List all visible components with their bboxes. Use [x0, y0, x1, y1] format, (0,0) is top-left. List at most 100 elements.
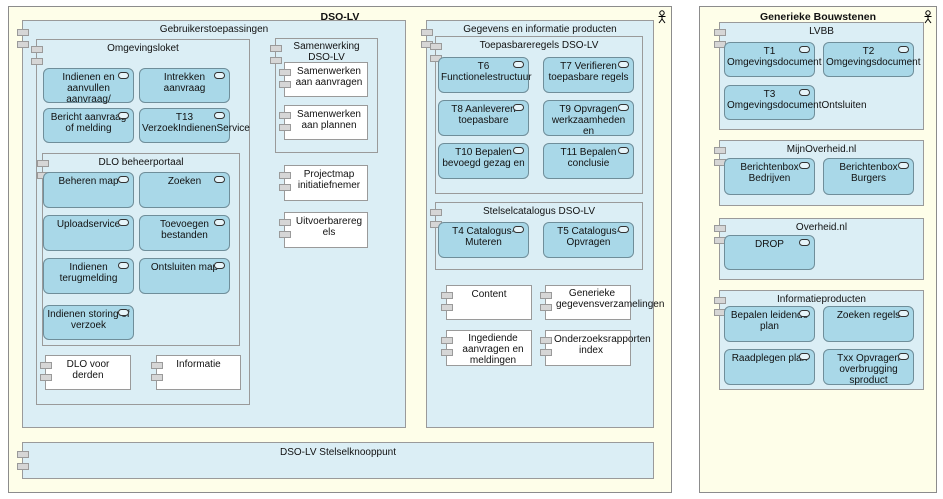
service-ontsluiten-map[interactable]: Ontsluiten map — [139, 258, 230, 294]
service-t10[interactable]: T10 Bepalen bevoegd gezag en — [438, 143, 529, 179]
service-label: T4 Catalogus-Muteren — [452, 226, 515, 248]
service-t2[interactable]: T2 Omgevingsdocument — [823, 42, 921, 77]
content-component: Content — [441, 285, 532, 320]
service-label: Beheren map — [58, 176, 119, 187]
omgevingsloket-title: Omgevingsloket — [107, 43, 179, 54]
service-icon — [513, 61, 524, 68]
informatie-label: Informatie — [176, 359, 221, 370]
service-icon — [618, 61, 629, 68]
stelselcatalogus-title: Stelselcatalogus DSO-LV — [482, 206, 596, 217]
component-plug-icon — [270, 57, 282, 64]
service-label: Raadplegen plan — [731, 353, 808, 364]
dlo-beheerportaal-title: DLO beheerportaal — [98, 157, 184, 168]
service-bepalen-leidende-plan[interactable]: Bepalen leidende plan — [724, 306, 815, 342]
service-bericht-aanvraag[interactable]: Bericht aanvraag of melding — [43, 108, 134, 143]
service-label: T8 Aanleveren toepasbare — [451, 104, 516, 126]
content-label: Content — [471, 289, 507, 300]
service-uploadservice[interactable]: Uploadservice — [43, 215, 134, 251]
service-icon — [118, 72, 129, 79]
service-t9[interactable]: T9 Opvragen werkzaamheden en — [543, 100, 634, 137]
service-icon — [618, 147, 629, 154]
service-indienen-storing[interactable]: Indienen storing of verzoek — [43, 305, 134, 340]
service-t8[interactable]: T8 Aanleveren toepasbare — [438, 100, 529, 136]
actor-icon — [658, 10, 666, 24]
service-t5[interactable]: T5 Catalogus-Opvragen — [543, 222, 634, 258]
samenwerken-plannen-label: Samenwerken aan plannen — [297, 109, 361, 131]
component-plug-icon — [430, 43, 442, 50]
dlo-voor-derden-label: DLO voor derden — [66, 359, 110, 381]
service-raadplegen-plan[interactable]: Raadplegen plan — [724, 349, 815, 385]
service-icon — [214, 176, 225, 183]
component-plug-icon — [17, 29, 29, 36]
component-plug-icon — [714, 29, 726, 36]
service-icon — [898, 310, 909, 317]
component-plug-icon — [17, 451, 29, 458]
component-plug-icon — [441, 349, 453, 356]
generieke-gegevensverzamelingen-component: Generieke gegevensverzamelingen — [540, 285, 664, 320]
service-icon — [898, 46, 909, 53]
service-t13-verzoek-indienen[interactable]: T13 VerzoekIndienenService — [139, 108, 250, 143]
mijnoverheid-title: MijnOverheid.nl — [786, 144, 857, 155]
service-label: T5 Catalogus-Opvragen — [557, 226, 620, 248]
service-t11[interactable]: T11 Bepalen conclusie — [543, 143, 634, 179]
overheid-title: Overheid.nl — [795, 222, 848, 233]
component-plug-icon — [270, 45, 282, 52]
service-icon — [618, 226, 629, 233]
service-t1[interactable]: T1 Omgevingsdocument — [724, 42, 822, 77]
service-indienen-aanvullen[interactable]: Indienen en aanvullen aanvraag/ — [43, 68, 134, 105]
service-beheren-map[interactable]: Beheren map — [43, 172, 134, 208]
service-txx-opvragen[interactable]: Txx Opvragen overbrugging sproduct — [823, 349, 914, 386]
onderzoeksrapporten-component: Onderzoeksrapporten index — [540, 330, 651, 366]
service-icon — [898, 162, 909, 169]
service-zoeken-regels[interactable]: Zoeken regels — [823, 306, 914, 342]
service-label: T13 VerzoekIndienenService — [142, 112, 250, 134]
informatieproducten-title: Informatieproducten — [777, 294, 866, 305]
service-label: Indienen en aanvullen aanvraag/ — [62, 72, 115, 105]
service-icon — [118, 262, 129, 269]
samenwerken-aanvragen-component: Samenwerken aan aanvragen — [279, 62, 368, 97]
service-drop[interactable]: DROP — [724, 235, 815, 270]
gebruikerstoepassingen-title: Gebruikerstoepassingen — [159, 24, 269, 35]
component-plug-icon — [17, 41, 29, 48]
component-plug-icon — [279, 81, 291, 88]
gegevens-title: Gegevens en informatie producten — [463, 24, 617, 35]
component-plug-icon — [40, 362, 52, 369]
service-berichtenbox-burgers[interactable]: Berichtenbox Burgers — [823, 158, 914, 195]
service-label: T9 Opvragen werkzaamheden en — [551, 104, 626, 137]
service-label: T11 Bepalen conclusie — [560, 147, 617, 169]
service-toevoegen-bestanden[interactable]: Toevoegen bestanden — [139, 215, 230, 251]
service-t6[interactable]: T6 Functionelestructuur — [438, 57, 532, 93]
component-plug-icon — [540, 304, 552, 311]
component-plug-icon — [279, 69, 291, 76]
service-label: Txx Opvragen overbrugging sproduct — [837, 353, 900, 386]
component-plug-icon — [279, 219, 291, 226]
service-t3[interactable]: T3 OmgevingsdocumentOntsluiten — [724, 85, 867, 120]
service-icon — [799, 353, 810, 360]
service-t4[interactable]: T4 Catalogus-Muteren — [438, 222, 529, 258]
service-indienen-terugmelding[interactable]: Indienen terugmelding — [43, 258, 134, 294]
service-icon — [513, 104, 524, 111]
service-icon — [118, 219, 129, 226]
lvbb-title: LVBB — [809, 26, 834, 37]
uitvoerbareregels-label: Uitvoerbareregels — [295, 216, 363, 238]
service-icon — [118, 112, 129, 119]
actor-icon — [924, 10, 932, 24]
service-t7[interactable]: T7 Verifieren toepasbare regels — [543, 57, 634, 93]
service-icon — [799, 89, 810, 96]
service-intrekken-aanvraag[interactable]: Intrekken aanvraag — [139, 68, 230, 103]
uitvoerbareregels-component: Uitvoerbareregels — [279, 212, 368, 248]
service-zoeken[interactable]: Zoeken — [139, 172, 230, 208]
service-icon — [799, 310, 810, 317]
service-label: Berichtenbox Bedrijven — [740, 162, 799, 184]
service-icon — [118, 309, 129, 316]
ingediende-aanvragen-component: Ingediende aanvragen en meldingen — [441, 330, 532, 366]
service-label: T3 OmgevingsdocumentOntsluiten — [727, 89, 867, 111]
dlo-voor-derden-component: DLO voor derden — [40, 355, 131, 390]
component-plug-icon — [441, 337, 453, 344]
service-label: Indienen terugmelding — [59, 262, 118, 284]
ingediende-aanvragen-label: Ingediende aanvragen en meldingen — [462, 333, 524, 366]
component-plug-icon — [31, 46, 43, 53]
service-label: Uploadservice — [56, 219, 121, 230]
dso-lv-title: DSO-LV — [320, 11, 360, 23]
service-berichtenbox-bedrijven[interactable]: Berichtenbox Bedrijven — [724, 158, 815, 195]
